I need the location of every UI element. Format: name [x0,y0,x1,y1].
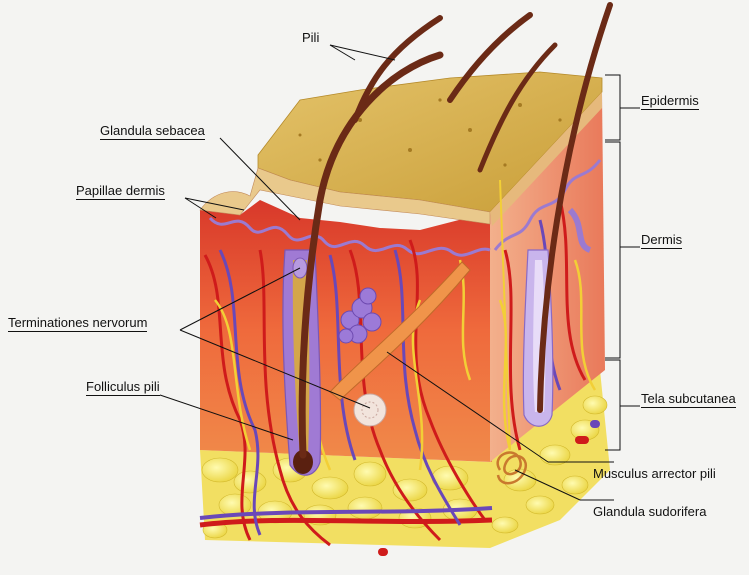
label-epidermis: Epidermis [641,93,699,110]
label-terminationes-nervorum: Terminationes nervorum [8,315,147,332]
label-musculus-arrector-pili: Musculus arrector pili [593,466,716,481]
label-glandula-sudorifera: Glandula sudorifera [593,504,706,519]
label-papillae-dermis: Papillae dermis [76,183,165,200]
label-pili: Pili [302,30,319,45]
label-dermis: Dermis [641,232,682,249]
meissner-corpuscle [293,258,307,278]
nerve-ending-corpuscle [354,394,386,426]
label-folliculus-pili: Folliculus pili [86,379,160,396]
label-glandula-sebacea: Glandula sebacea [100,123,205,140]
label-tela-subcutanea: Tela subcutanea [641,391,736,408]
